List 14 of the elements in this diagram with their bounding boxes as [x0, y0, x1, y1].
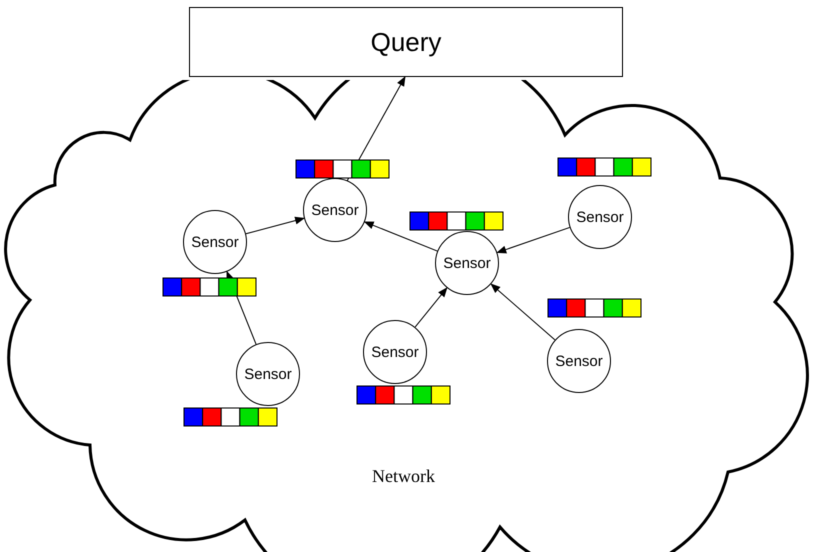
network-label: Network: [372, 466, 435, 487]
arrow: [414, 287, 448, 328]
arrow: [226, 270, 257, 345]
sensor-circle: Sensor: [183, 210, 247, 274]
arrow: [496, 226, 570, 254]
arrow: [490, 283, 556, 340]
sensor-circle: Sensor: [568, 185, 632, 249]
sensor-circle: Sensor: [236, 342, 300, 406]
query-box: Query: [189, 7, 623, 77]
sensor-circle: Sensor: [363, 320, 427, 384]
sensor-circle: Sensor: [547, 329, 611, 393]
arrow: [364, 221, 438, 252]
arrow: [346, 76, 406, 181]
arrow: [245, 216, 306, 234]
